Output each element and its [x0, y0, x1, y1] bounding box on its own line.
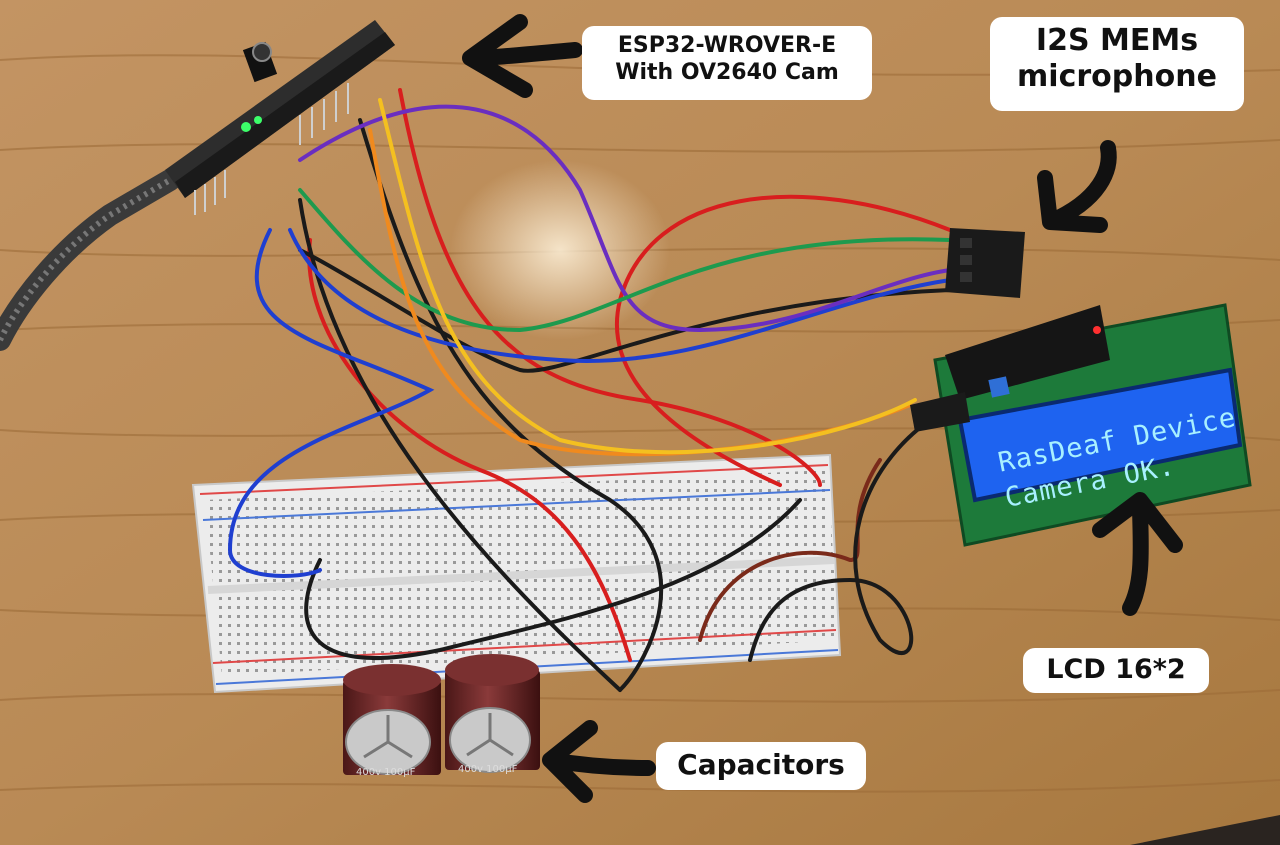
light-glare: [450, 160, 670, 340]
capacitor-2: 400v 100μF: [445, 654, 540, 775]
label-esp32-line-2: With OV2640 Cam: [615, 59, 839, 85]
label-lcd: LCD 16*2: [1023, 648, 1209, 693]
label-microphone-line-2: microphone: [1017, 59, 1217, 94]
breadboard: [191, 453, 842, 694]
capacitor-1: 400v 100μF: [343, 664, 441, 778]
esp32-board: [165, 20, 395, 215]
arrow-to-lcd-icon: [1092, 492, 1183, 616]
microphone-connector: [945, 228, 1025, 298]
label-capacitors-text: Capacitors: [677, 748, 845, 781]
capacitor-2-marking: 400v 100μF: [458, 764, 518, 775]
label-microphone: I2S MEMs microphone: [990, 17, 1244, 111]
capacitor-1-marking: 400v 100μF: [356, 767, 416, 778]
jumper-wires: [227, 88, 952, 692]
lcd-module: RasDeaf Device Camera OK.: [910, 303, 1252, 547]
table-edge: [1130, 815, 1280, 845]
label-lcd-text: LCD 16*2: [1046, 654, 1186, 685]
label-microphone-line-1: I2S MEMs: [1035, 23, 1199, 58]
arrow-to-capacitors-icon: [542, 720, 656, 803]
capacitors: 400v 100μF 400v 100μF: [343, 654, 540, 778]
arrow-to-esp32-icon: [462, 14, 583, 98]
label-esp32: ESP32-WROVER-E With OV2640 Cam: [582, 26, 872, 100]
usb-cable-braid: [0, 177, 172, 342]
label-esp32-line-1: ESP32-WROVER-E: [617, 33, 837, 58]
arrow-to-microphone-icon: [1037, 140, 1117, 233]
label-capacitors: Capacitors: [656, 742, 866, 790]
